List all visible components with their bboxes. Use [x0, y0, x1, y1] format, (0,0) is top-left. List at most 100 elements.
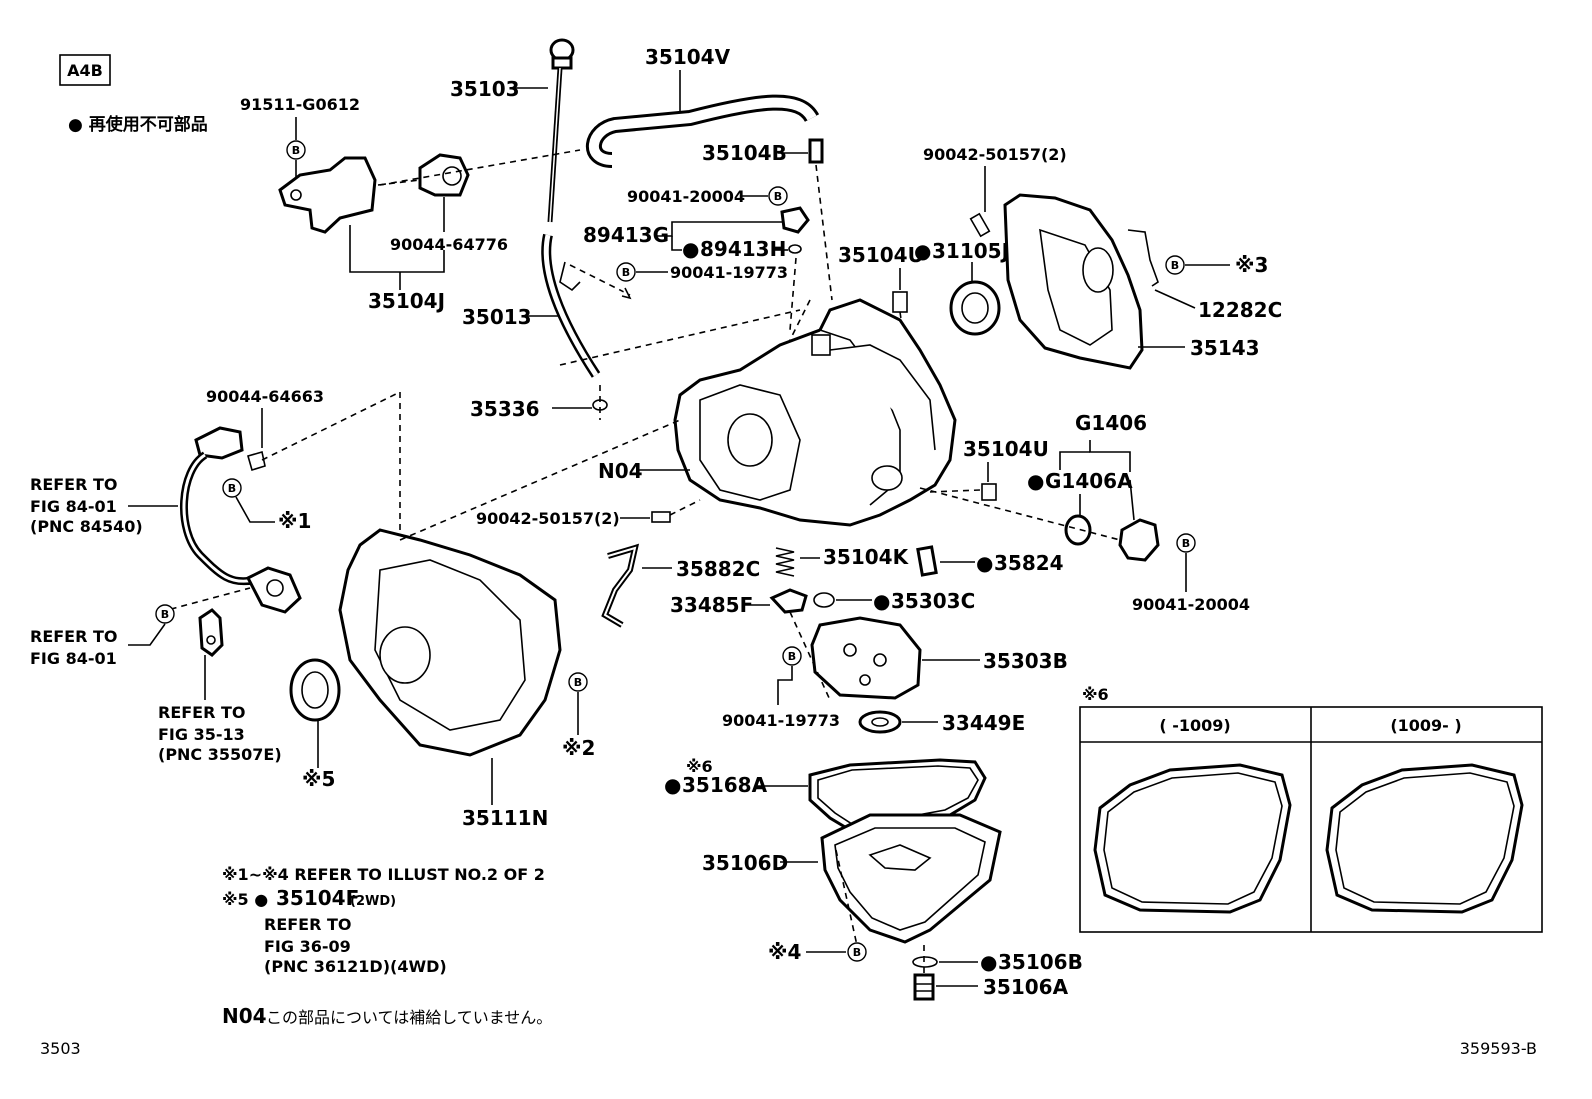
part-bracket-91511 — [278, 156, 377, 234]
bolt-marker-b: B — [1165, 255, 1185, 275]
label-mark6-a: ※6 — [686, 757, 713, 776]
label-35303c-prefix: ● — [873, 589, 890, 613]
label-refer3-l2: FIG 35-13 — [158, 725, 245, 744]
bolt-marker-b: B — [1176, 533, 1196, 553]
part-pipe-35882c — [601, 543, 640, 628]
label-35824-prefix: ● — [976, 551, 993, 575]
label-35168a: 35168A — [682, 773, 768, 797]
bolt-marker-b: B — [847, 942, 867, 962]
bolt-marker-b: B — [768, 186, 788, 206]
part-bolt-35104u-top — [892, 291, 908, 313]
label-35336: 35336 — [470, 397, 540, 421]
note-pnc: (PNC 36121D)(4WD) — [264, 957, 447, 976]
part-gasket-35106b — [912, 956, 938, 968]
variant-col2-header: (1009- ) — [1390, 716, 1461, 735]
label-35104v: 35104V — [645, 45, 731, 69]
part-drain-plug-35106a — [913, 973, 935, 1001]
label-35103: 35103 — [450, 77, 520, 101]
svg-text:B: B — [788, 650, 796, 663]
part-bolt-90042-top — [969, 212, 991, 238]
svg-text:B: B — [1171, 259, 1179, 272]
part-pin-35824 — [916, 545, 938, 577]
note-refer-illust: ※1~※4 REFER TO ILLUST NO.2 OF 2 — [222, 865, 545, 884]
note-mark5-suffix: (2WD) — [350, 894, 396, 909]
part-clip-12282c — [1127, 229, 1159, 287]
part-breather-35104b — [808, 138, 824, 164]
svg-text:B: B — [161, 608, 169, 621]
svg-text:B: B — [774, 190, 782, 203]
bolt-marker-b: B — [782, 646, 802, 666]
label-35303c: 35303C — [891, 589, 975, 613]
label-90041-20004-a: 90041-20004 — [627, 187, 745, 206]
label-35111n: 35111N — [462, 806, 548, 830]
note-fig: FIG 36-09 — [264, 937, 351, 956]
label-mark2: ※2 — [562, 736, 595, 760]
part-tube-35013 — [541, 233, 601, 378]
diagram-id: 359593-B — [1460, 1039, 1537, 1058]
label-refer3-l1: REFER TO — [158, 703, 246, 722]
label-12282c: 12282C — [1198, 298, 1282, 322]
note-refer-to: REFER TO — [264, 915, 352, 934]
part-bracket-35507e — [198, 608, 224, 657]
code-box — [59, 54, 111, 86]
svg-text:B: B — [1182, 537, 1190, 550]
part-spring-35104k — [775, 547, 795, 577]
label-35013: 35013 — [462, 305, 532, 329]
part-harness-wire — [180, 451, 256, 586]
label-mark3: ※3 — [1235, 253, 1268, 277]
note-mark5-part: 35104F — [276, 886, 359, 910]
part-sensor-89413g — [780, 206, 810, 234]
part-sensor-g1406 — [1118, 518, 1160, 562]
label-refer1-l3: (PNC 84540) — [30, 517, 143, 536]
label-refer1-l2: FIG 84-01 — [30, 497, 117, 516]
label-89413h-prefix: ● — [682, 237, 699, 261]
svg-text:B: B — [292, 144, 300, 157]
label-mark1: ※1 — [278, 509, 311, 533]
label-90041-19773-a: 90041-19773 — [670, 263, 788, 282]
bolt-marker-b: B — [155, 604, 175, 624]
part-oring-89413h — [788, 244, 802, 254]
code-box-text: A4B — [67, 61, 103, 80]
bolt-marker-b: B — [222, 478, 242, 498]
svg-text:B: B — [228, 482, 236, 495]
label-90042-50157-mid: 90042-50157(2) — [476, 509, 620, 528]
label-31105j-prefix: ● — [914, 239, 931, 263]
svg-text:B: B — [853, 946, 861, 959]
label-35106b: 35106B — [998, 950, 1083, 974]
label-refer2-l1: REFER TO — [30, 627, 118, 646]
label-n04: N04 — [598, 459, 643, 483]
part-oring-g1406a — [1064, 514, 1092, 546]
bolt-marker-b: B — [616, 262, 636, 282]
label-g1406: G1406 — [1075, 411, 1147, 435]
bolt-marker-b: B — [568, 672, 588, 692]
label-35104b: 35104B — [702, 141, 787, 165]
note-n04-text: この部品については補給していません。 — [266, 1008, 552, 1027]
label-89413h: 89413H — [700, 237, 786, 261]
label-90041-20004-b: 90041-20004 — [1132, 595, 1250, 614]
part-bolt-35104u-mid — [981, 483, 997, 501]
label-31105j: 31105J — [932, 239, 1009, 263]
label-90041-19773-b: 90041-19773 — [722, 711, 840, 730]
svg-text:B: B — [622, 266, 630, 279]
label-g1406a-prefix: ● — [1027, 469, 1044, 493]
label-refer1-l1: REFER TO — [30, 475, 118, 494]
label-35824: 35824 — [994, 551, 1064, 575]
label-refer3-l3: (PNC 35507E) — [158, 745, 282, 764]
label-g1406a: G1406A — [1045, 469, 1133, 493]
label-35143: 35143 — [1190, 336, 1260, 360]
label-35104j: 35104J — [368, 289, 445, 313]
part-clip-small — [559, 261, 581, 292]
label-35104u-top: 35104U — [838, 243, 924, 267]
label-35303b: 35303B — [983, 649, 1068, 673]
label-refer2-l2: FIG 84-01 — [30, 649, 117, 668]
page-code: 3503 — [40, 1039, 81, 1058]
label-90044-64663: 90044-64663 — [206, 387, 324, 406]
label-mark4: ※4 — [768, 940, 801, 964]
label-33485f: 33485F — [670, 593, 753, 617]
label-35882c: 35882C — [676, 557, 760, 581]
label-35104k: 35104K — [823, 545, 910, 569]
label-35104u-mid: 35104U — [963, 437, 1049, 461]
note-n04-code: N04 — [222, 1004, 267, 1028]
label-35106b-prefix: ● — [980, 950, 997, 974]
label-90044-64776: 90044-64776 — [390, 235, 508, 254]
